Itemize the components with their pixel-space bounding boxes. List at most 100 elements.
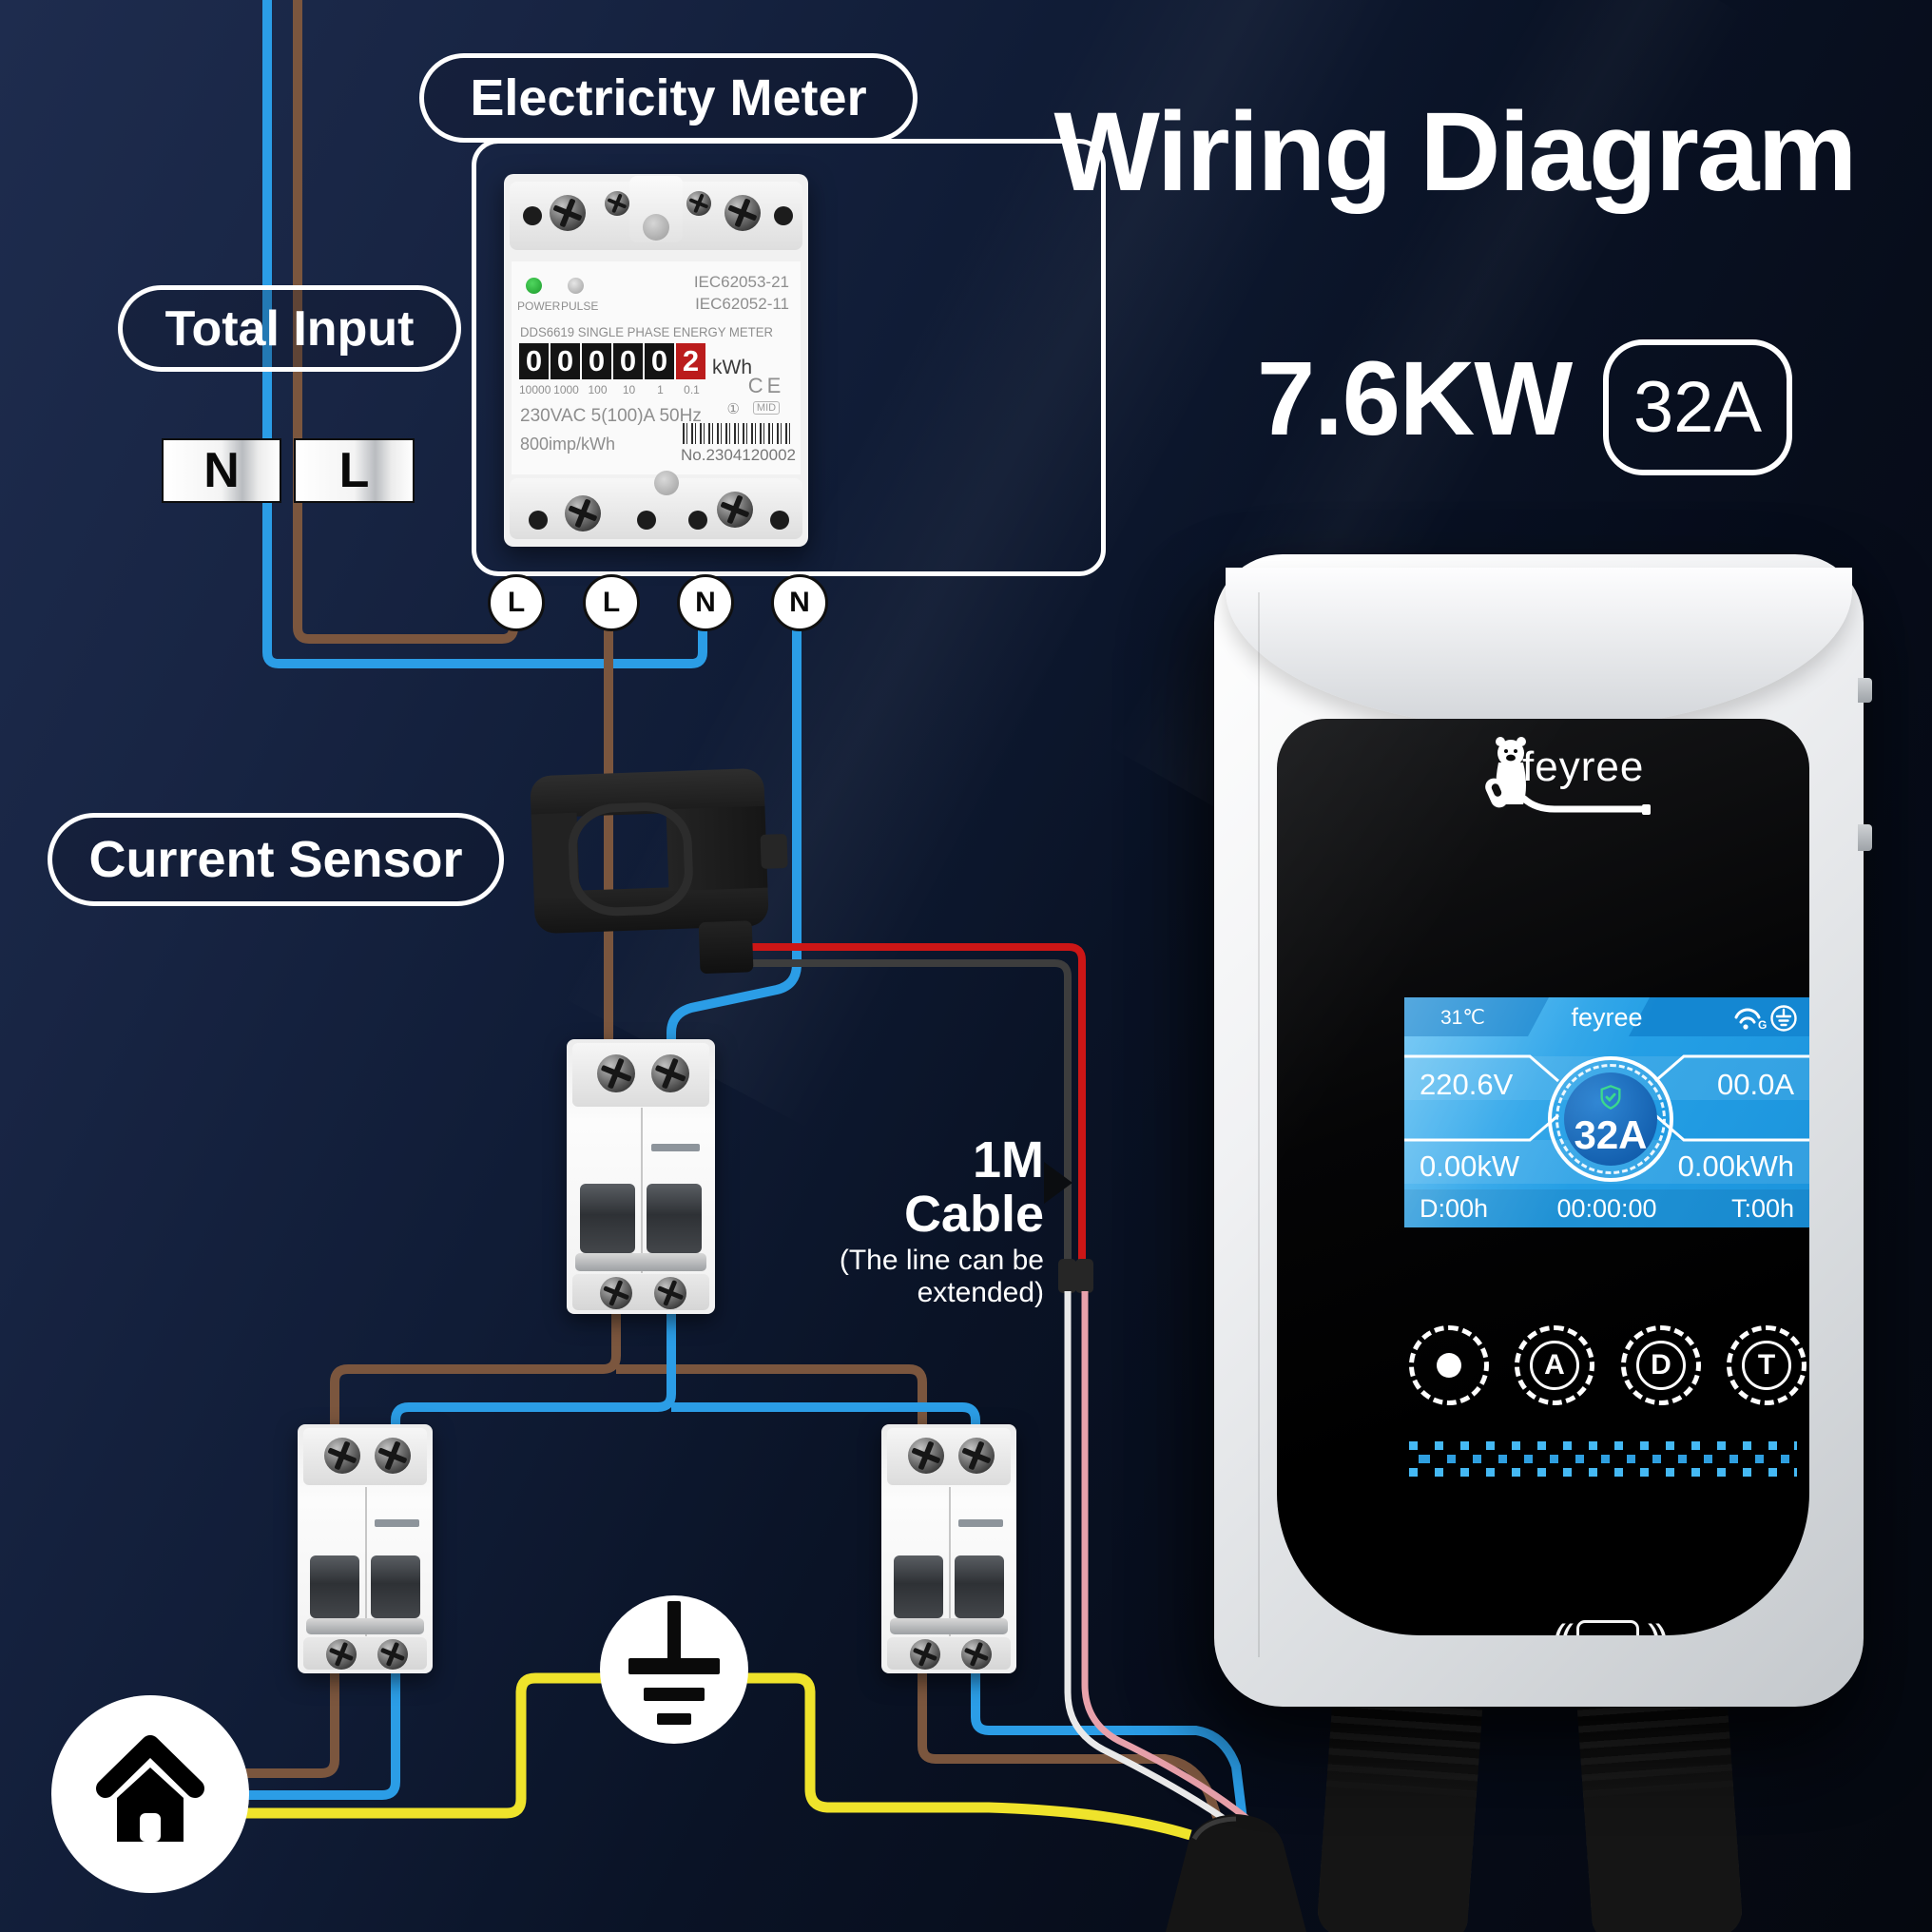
amp-badge-text: 32A [1633,367,1763,448]
breaker-toggle [580,1184,635,1253]
scale-label: 10 [622,383,636,396]
cable-note-line2: Cable [903,1185,1044,1243]
nfc-reader-icon[interactable]: (( )) [1550,1614,1669,1636]
breaker-top-terminals [572,1043,709,1107]
electricity-meter-label-text: Electricity Meter [470,69,867,126]
electricity-meter-label: Electricity Meter [419,53,918,143]
button-t[interactable]: T [1727,1325,1806,1405]
breaker-top-terminals [886,1427,1012,1486]
ring-ticks [1555,1064,1666,1174]
ct-tab [760,833,788,869]
breaker-indicator [957,1519,1003,1528]
scale-label: 1000 [553,383,579,396]
counter-scale: 10000 1000 100 10 1 0.1 [519,383,707,396]
electricity-meter: POWER PULSE IEC62053-21 IEC62052-11 DDS6… [504,174,808,547]
neutral-letter: N [203,443,240,498]
terminal-screw [724,195,761,231]
terminal-dot [529,511,548,530]
breaker-toggle-bar [889,1617,1009,1635]
meter-serial: No.2304120002 [681,446,797,464]
counter-unit: kWh [712,357,752,378]
terminal-dot [637,511,656,530]
wire-live-split-left [330,1304,621,1438]
cable-arrow-icon [1044,1162,1072,1204]
nfc-card-outline [1576,1620,1639,1635]
breaker-body [881,1486,1016,1636]
meter-seal-screw [654,471,679,495]
ring-inner: 32A [1564,1072,1657,1166]
breaker-screw [958,1437,995,1474]
current-sensor-label: Current Sensor [48,813,504,906]
ct-wire-connector [1075,1259,1093,1293]
power-rating: 7.6KW [1257,340,1573,457]
counter-digit: 0 [645,343,674,379]
mid-mark: MID [752,401,781,415]
breaker-seam [949,1486,951,1636]
branch-breaker-left [298,1424,433,1673]
page-title: Wiring Diagram [1053,89,1858,215]
wire-live-input [293,0,518,644]
meter-counter: 0 0 0 0 0 2 kWh [519,343,752,379]
button-d[interactable]: D [1621,1325,1701,1405]
breaker-indicator [374,1519,419,1528]
screen-amp-setting: 32A [1574,1112,1648,1157]
ct-connector [698,920,754,975]
screen-header-left-band [1404,997,1549,1036]
breaker-toggle [309,1555,360,1618]
scale-label: 100 [588,383,608,396]
power-button[interactable] [1409,1325,1489,1405]
meter-bottom-terminal-strip [510,471,802,539]
power-led-label: POWER [517,299,561,313]
ground-icon [667,1601,681,1664]
terminal-screw [717,492,753,528]
wire-ct-red [734,943,1086,1265]
ground-bar-mid [644,1688,705,1701]
nfc-left-waves: (( [1553,1619,1574,1636]
wire-neutral-meter-to-breaker [667,605,802,1055]
button-a[interactable]: A [1515,1325,1594,1405]
screen-temperature: 31℃ [1440,1007,1485,1029]
pulse-led [568,278,584,294]
charger-side-tab [1858,678,1872,703]
breaker-top-terminals [302,1427,428,1486]
screen-power: 0.00kW [1420,1150,1520,1183]
meter-spec-line: 230VAC 5(100)A 50Hz [520,406,702,426]
led-row [1409,1441,1797,1450]
meter-seal-screw [643,214,669,241]
wire-neutral-split-left [391,1304,676,1438]
button-a-label: A [1530,1341,1579,1390]
breaker-screw [599,1277,632,1310]
scale-label: 0.1 [684,383,700,396]
ground-bar-wide [628,1658,720,1674]
scale-label: 1 [657,383,664,396]
shield-check-icon [1600,1085,1621,1110]
breaker-screw [597,1054,636,1093]
screen-voltage: 220.6V [1420,1068,1514,1101]
wire-earth-ground-to-cable [738,1672,1192,1841]
ct-hole-rim [567,801,695,918]
ground-status-icon [1770,1005,1797,1032]
counter-digit: 0 [613,343,643,379]
wire-live-split-right [616,1364,927,1438]
breaker-screw [651,1054,690,1093]
breaker-bottom-terminals [886,1637,1012,1671]
wifi-icon [1734,1008,1761,1030]
meter-top-tab [629,176,683,242]
ce-mark: CE [747,374,785,397]
terminal-screw [686,191,711,216]
meter-model-line: DDS6619 SINGLE PHASE ENERGY METER [520,324,773,339]
terminal-letter: L [507,587,526,618]
current-sensor-label-text: Current Sensor [88,831,463,888]
wire-live-to-cable [918,1666,1226,1829]
screen-duration: D:00h [1420,1194,1489,1223]
wire-neutral-input [262,0,707,668]
screen-title: feyree [1571,1003,1643,1032]
power-button-dot-icon [1437,1353,1461,1378]
output-cable [1166,1814,1306,1932]
ground-bar-small [657,1713,691,1725]
meter-standard-2: IEC62052-11 [695,295,789,313]
scale-label: 10000 [519,383,551,396]
breaker-seam [365,1486,367,1636]
meter-imp-line: 800imp/kWh [520,435,616,454]
